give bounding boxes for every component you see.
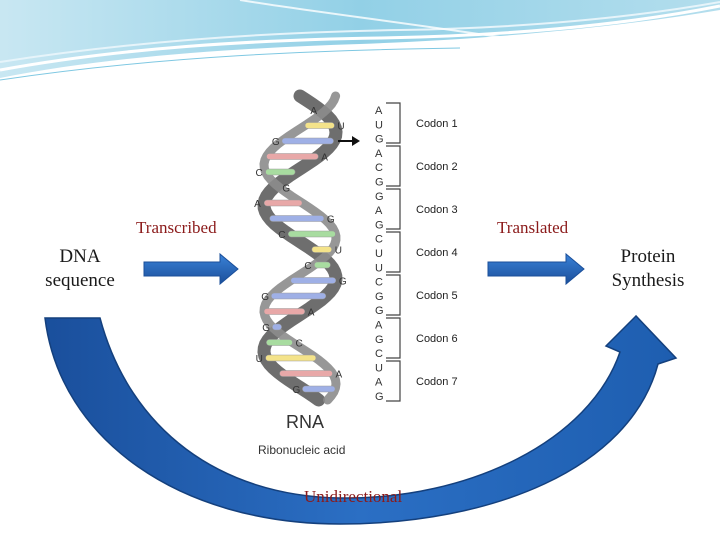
helix-base-label: A — [308, 308, 315, 319]
base-rung — [304, 122, 335, 129]
codon-label: Codon 1 — [416, 118, 458, 130]
codon-bracket — [386, 102, 401, 144]
base-rung — [263, 308, 306, 315]
strand-base-label: G — [375, 305, 384, 317]
helix-base-label: A — [254, 199, 261, 210]
translated-arrow — [487, 252, 585, 286]
base-rung — [270, 292, 327, 300]
helix-base-label: G — [261, 292, 269, 303]
strand-base-label: A — [375, 377, 383, 389]
transcribed-arrow — [143, 252, 239, 286]
strand-base-label: A — [375, 205, 383, 217]
codon-bracket — [386, 274, 401, 316]
base-rung — [311, 246, 332, 253]
strand-base-label: C — [375, 162, 383, 174]
base-rung — [265, 354, 317, 362]
codon-label: Codon 3 — [416, 204, 458, 216]
strand-base-label: G — [375, 291, 384, 303]
helix-base-label: C — [304, 261, 311, 272]
base-rung — [290, 277, 337, 284]
helix-base-label: C — [256, 168, 263, 179]
base-rung — [287, 230, 336, 238]
strand-base-label: A — [375, 320, 383, 332]
base-rung — [302, 385, 336, 393]
helix-base-label: A — [310, 106, 317, 117]
rna-helix: A U G A C G A G C U C G G A G C U A G — [254, 89, 347, 407]
transcribed-label: Transcribed — [136, 218, 217, 237]
strand-base-label: U — [375, 119, 383, 131]
codon-label: Codon 2 — [416, 161, 458, 173]
strand-base-label: G — [375, 177, 384, 189]
strand-base-label: C — [375, 234, 383, 246]
base-rung — [263, 199, 303, 207]
strand-base-label: G — [375, 219, 384, 231]
strand-base-label: A — [375, 105, 383, 117]
helix-base-label: A — [321, 153, 328, 164]
unidirectional-label: Unidirectional — [304, 487, 403, 506]
helix-base-label: U — [256, 354, 263, 365]
strand-base-label: U — [375, 262, 383, 274]
top-wave-decoration — [0, 0, 720, 81]
codon-bracket — [386, 145, 401, 187]
dna-label-line2: sequence — [45, 270, 115, 291]
rna-title: RNA — [286, 412, 324, 432]
helix-base-label: A — [336, 370, 343, 381]
helix-base-label: G — [327, 215, 335, 226]
unidirectional-curved-arrow — [44, 314, 678, 525]
strand-base-label: C — [375, 277, 383, 289]
pointer-arrowhead — [352, 136, 360, 146]
rna-subtitle: Ribonucleic acid — [258, 443, 345, 457]
strand-base-label: A — [375, 148, 383, 160]
helix-base-label: G — [292, 385, 300, 396]
protein-synthesis-label: Protein Synthesis — [598, 245, 698, 293]
base-rung — [314, 261, 331, 269]
base-rung — [266, 339, 293, 346]
helix-base-label: C — [278, 230, 285, 241]
translated-label: Translated — [497, 218, 569, 237]
helix-base-label: G — [339, 277, 347, 288]
helix-base-label: G — [282, 184, 290, 195]
base-rung — [265, 168, 296, 176]
strand-base-label: G — [375, 391, 384, 403]
dna-sequence-label: DNA sequence — [30, 245, 130, 293]
base-rung — [281, 137, 334, 145]
base-rung — [266, 153, 319, 160]
protein-label-line2: Synthesis — [611, 270, 685, 291]
codon-label: Codon 4 — [416, 247, 458, 259]
codon-bracket — [386, 188, 401, 230]
strand-base-label: G — [375, 134, 384, 146]
base-rung — [279, 370, 333, 377]
codon-label: Codon 5 — [416, 290, 458, 302]
codon-bracket — [386, 360, 401, 402]
codon-bracket — [386, 317, 401, 359]
helix-base-label: G — [272, 137, 280, 148]
codon-label: Codon 6 — [416, 333, 458, 345]
codon-bracket — [386, 231, 401, 273]
helix-base-label: U — [335, 246, 342, 257]
helix-base-label: G — [262, 323, 270, 334]
codon-label: Codon 7 — [416, 376, 458, 388]
strand-base-label: G — [375, 334, 384, 346]
strand-base-label: U — [375, 248, 383, 260]
strand-base-label: U — [375, 362, 383, 374]
helix-base-label: U — [337, 122, 344, 133]
dna-label-line1: DNA — [59, 246, 101, 267]
strand-base-label: G — [375, 191, 384, 203]
base-rung — [269, 215, 325, 222]
protein-label-line1: Protein — [620, 246, 676, 267]
strand-base-label: C — [375, 348, 383, 360]
helix-base-label: C — [296, 339, 303, 350]
base-rung — [272, 323, 282, 331]
